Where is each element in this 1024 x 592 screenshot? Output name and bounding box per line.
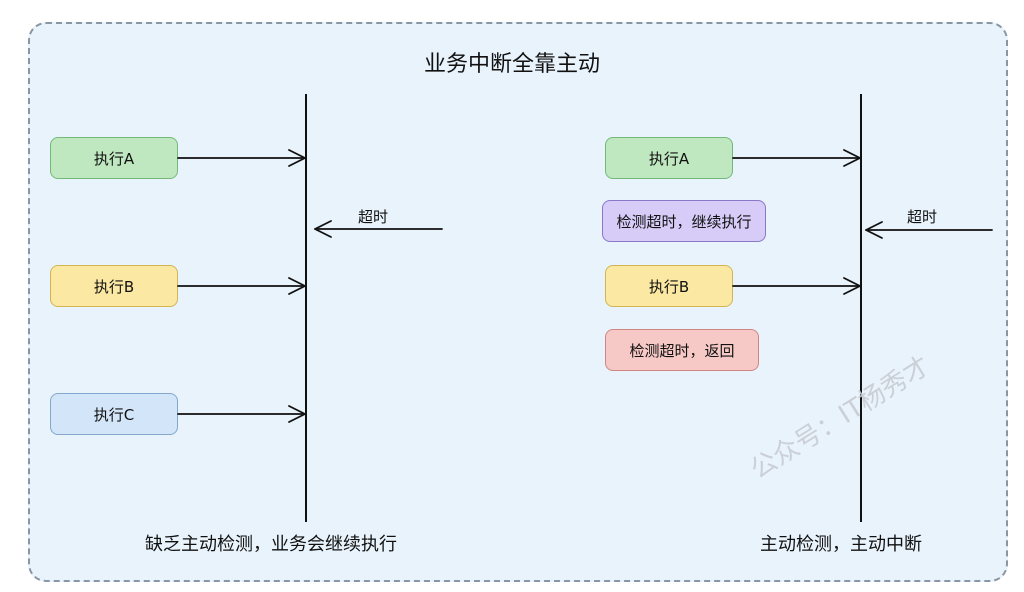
arrow-left-exec-c — [177, 405, 306, 423]
diagram-frame — [28, 22, 1008, 582]
left-timeout-label: 超时 — [358, 208, 389, 226]
right-exec-a-box: 执行A — [605, 137, 733, 179]
arrow-left-timeout — [314, 220, 443, 238]
arrow-right-exec-a — [732, 149, 861, 167]
arrow-left-exec-b — [177, 277, 306, 295]
right-check-continue-box: 检测超时，继续执行 — [602, 200, 766, 242]
arrow-right-exec-b — [732, 277, 861, 295]
right-timeline — [860, 94, 862, 522]
right-caption: 主动检测，主动中断 — [760, 534, 922, 555]
left-timeline — [305, 94, 307, 522]
arrow-right-timeout — [865, 221, 993, 239]
right-exec-b-box: 执行B — [605, 265, 733, 307]
arrow-left-exec-a — [177, 149, 306, 167]
diagram-title: 业务中断全靠主动 — [423, 52, 600, 77]
left-exec-b-box: 执行B — [50, 265, 178, 307]
left-caption: 缺乏主动检测，业务会继续执行 — [145, 534, 397, 555]
right-check-return-box: 检测超时，返回 — [605, 329, 759, 371]
left-exec-a-box: 执行A — [50, 137, 178, 179]
right-timeout-label: 超时 — [907, 208, 938, 226]
